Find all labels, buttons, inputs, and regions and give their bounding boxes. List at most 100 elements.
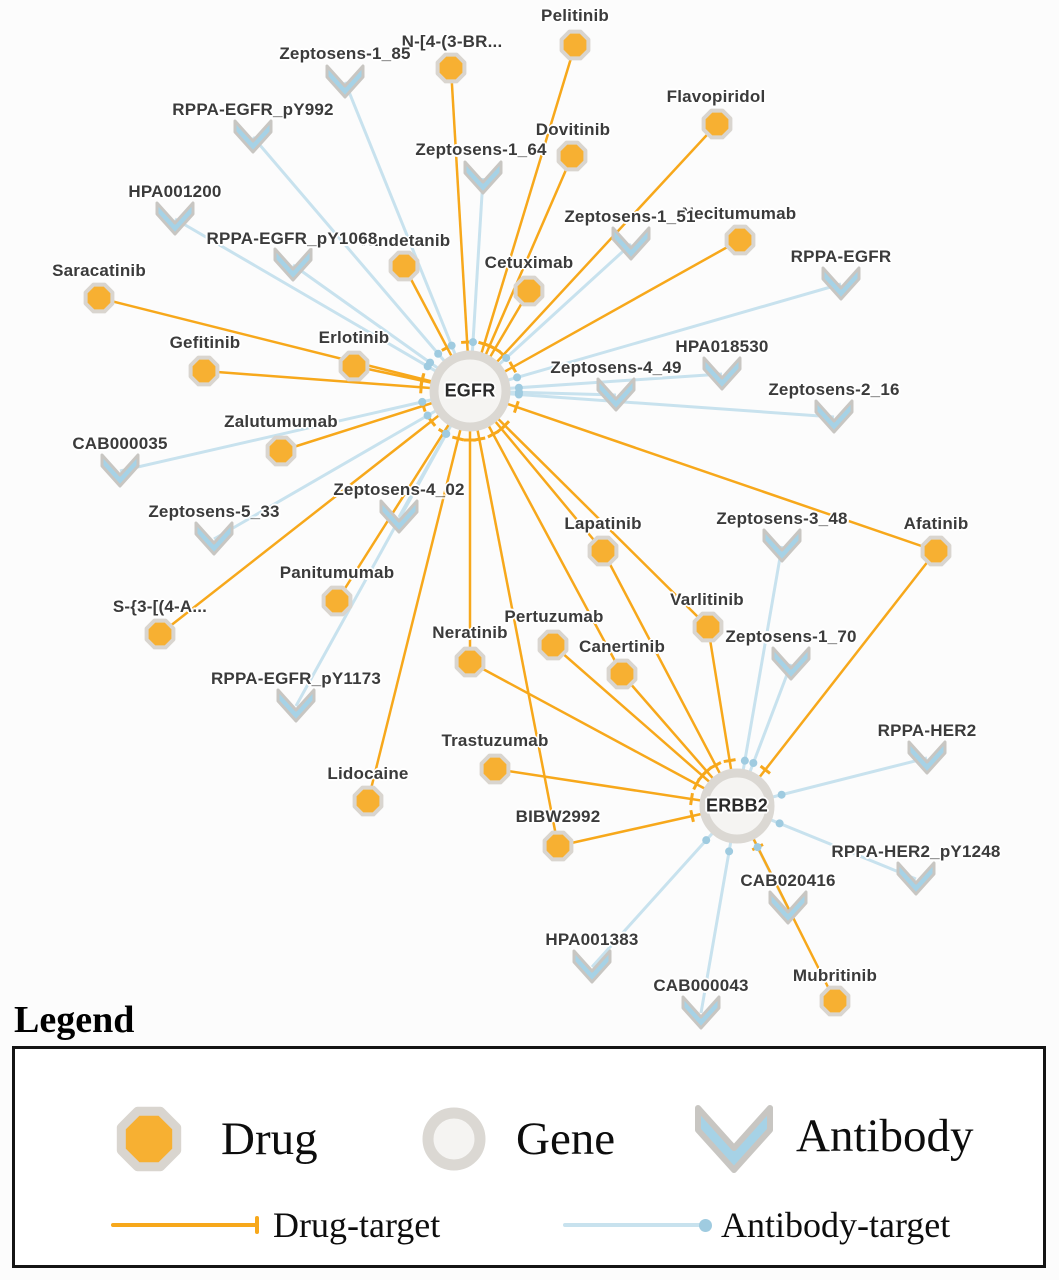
- node-ERBB2[interactable]: [699, 768, 775, 844]
- legend-drug-label: Drug: [221, 1113, 318, 1165]
- edge-endcap-dot: [725, 847, 734, 856]
- node-cab020416[interactable]: [768, 890, 808, 925]
- edge-EGFR-pelitinib: [468, 44, 577, 392]
- edge-ERBB2-zeptosens-3_48: [735, 545, 784, 807]
- node-rppa-egfr_py992[interactable]: [233, 119, 273, 154]
- node-zeptosens-1_51[interactable]: [611, 226, 651, 261]
- node-vandetanib[interactable]: [388, 250, 420, 282]
- edge-ERBB2-trastuzumab: [494, 767, 738, 808]
- node-zeptosens-1_70[interactable]: [771, 646, 811, 681]
- edge-EGFR-cab000035: [119, 389, 471, 473]
- legend-drug-target-label: Drug-target: [273, 1205, 441, 1245]
- edge-EGFR-dovitinib: [468, 155, 574, 392]
- edge-endcap-dot: [423, 411, 432, 420]
- node-rppa-egfr[interactable]: [821, 266, 861, 301]
- node-necitumumab[interactable]: [724, 224, 756, 256]
- node-zeptosens-5_33[interactable]: [194, 521, 234, 556]
- node-cetuximab[interactable]: [513, 275, 545, 307]
- node-panitumumab[interactable]: [321, 585, 353, 617]
- edge-endcap-dot: [426, 358, 435, 367]
- legend-gene-label: Gene: [516, 1113, 616, 1165]
- edge-endcap-tick: [488, 344, 501, 354]
- node-zeptosens-1_64[interactable]: [463, 160, 503, 195]
- node-rppa-egfr_py1173[interactable]: [276, 688, 316, 723]
- edge-EGFR-canertinib: [468, 390, 624, 675]
- node-zeptosens-2_16[interactable]: [814, 399, 854, 434]
- node-hpa001383[interactable]: [572, 949, 612, 984]
- edge-EGFR-lidocaine: [366, 390, 472, 802]
- edge-EGFR-s3-4a: [159, 390, 471, 635]
- node-zeptosens-3_48[interactable]: [762, 528, 802, 563]
- node-trastuzumab[interactable]: [479, 753, 511, 785]
- edge-EGFR-necitumumab: [469, 238, 741, 393]
- edge-endcap-dot: [702, 836, 711, 845]
- edge-ERBB2-pertuzumab: [552, 644, 738, 807]
- edge-EGFR-saracatinib: [98, 296, 471, 393]
- node-canertinib[interactable]: [606, 658, 638, 690]
- node-afatinib[interactable]: [920, 535, 952, 567]
- node-rppa-her2[interactable]: [907, 740, 947, 775]
- node-cab000043[interactable]: [681, 995, 721, 1030]
- antibody-icon-shape: [695, 1105, 773, 1173]
- edge-endcap-tick: [692, 778, 701, 791]
- node-lidocaine[interactable]: [352, 785, 384, 817]
- node-zeptosens-1_85[interactable]: [325, 64, 365, 99]
- edge-endcap-dot: [740, 756, 749, 765]
- edge-EGFR-afatinib: [469, 389, 937, 553]
- edge-EGFR-varlitinib: [469, 390, 709, 628]
- edge-endcap-tick: [723, 758, 736, 764]
- edge-EGFR-n4-3br: [449, 67, 472, 392]
- edge-endcap-dot: [442, 429, 451, 438]
- legend-antibody-target-label: Antibody-target: [721, 1205, 951, 1245]
- edge-EGFR-rppa-egfr_py1173: [294, 390, 472, 707]
- drug-icon: [116, 1106, 182, 1172]
- edge-endcap-tick: [508, 361, 518, 374]
- edge-ERBB2-lapatinib: [601, 550, 739, 807]
- edge-endcap-dot: [468, 338, 477, 347]
- edge-endcap-tick: [499, 420, 511, 431]
- edge-endcap-tick: [697, 770, 708, 782]
- node-neratinib[interactable]: [454, 646, 486, 678]
- node-rppa-egfr_py1068[interactable]: [273, 247, 313, 282]
- edge-EGFR-gefitinib: [203, 369, 471, 393]
- node-rppa-her2_py1248[interactable]: [896, 861, 936, 896]
- edge-endcap-tick: [709, 761, 722, 770]
- edge-endcap-dot: [777, 790, 786, 799]
- antibody-icon: [695, 1105, 773, 1173]
- edge-EGFR-rppa-egfr_py992: [251, 136, 472, 392]
- edge-endcap-tick: [451, 435, 465, 442]
- edge-endcap-tick: [759, 764, 771, 775]
- node-bibw2992[interactable]: [542, 830, 574, 862]
- edge-endcap-tick: [689, 792, 694, 806]
- node-zeptosens-4_02[interactable]: [379, 499, 419, 534]
- node-pelitinib[interactable]: [559, 29, 591, 61]
- node-lapatinib[interactable]: [587, 535, 619, 567]
- edge-EGFR-hpa018530: [469, 372, 723, 393]
- edge-endcap-dot: [502, 353, 511, 362]
- edge-EGFR-panitumumab: [335, 390, 472, 602]
- node-n4-3br[interactable]: [435, 52, 467, 84]
- node-dovitinib[interactable]: [556, 140, 588, 172]
- node-pertuzumab[interactable]: [537, 629, 569, 661]
- edge-EGFR-zeptosens-2_16: [469, 389, 835, 419]
- node-saracatinib[interactable]: [83, 282, 115, 314]
- antibody-target-line: [563, 1223, 703, 1227]
- edge-endcap-dot: [434, 349, 443, 358]
- node-s3-4a[interactable]: [144, 618, 176, 650]
- node-flavopiridol[interactable]: [701, 108, 733, 140]
- node-hpa018530[interactable]: [702, 356, 742, 391]
- node-zeptosens-4_49[interactable]: [596, 377, 636, 412]
- node-erlotinib[interactable]: [338, 350, 370, 382]
- edge-endcap-tick: [473, 436, 486, 442]
- node-EGFR[interactable]: [429, 350, 511, 432]
- node-varlitinib[interactable]: [692, 611, 724, 643]
- edge-endcap-tick: [512, 400, 520, 414]
- node-mubritinib[interactable]: [819, 985, 851, 1017]
- edge-endcap-tick: [689, 809, 695, 823]
- node-hpa001200[interactable]: [155, 201, 195, 236]
- node-gefitinib[interactable]: [188, 355, 220, 387]
- edge-EGFR-zeptosens-5_33: [213, 389, 471, 541]
- node-zalutumumab[interactable]: [265, 435, 297, 467]
- node-cab000035[interactable]: [100, 453, 140, 488]
